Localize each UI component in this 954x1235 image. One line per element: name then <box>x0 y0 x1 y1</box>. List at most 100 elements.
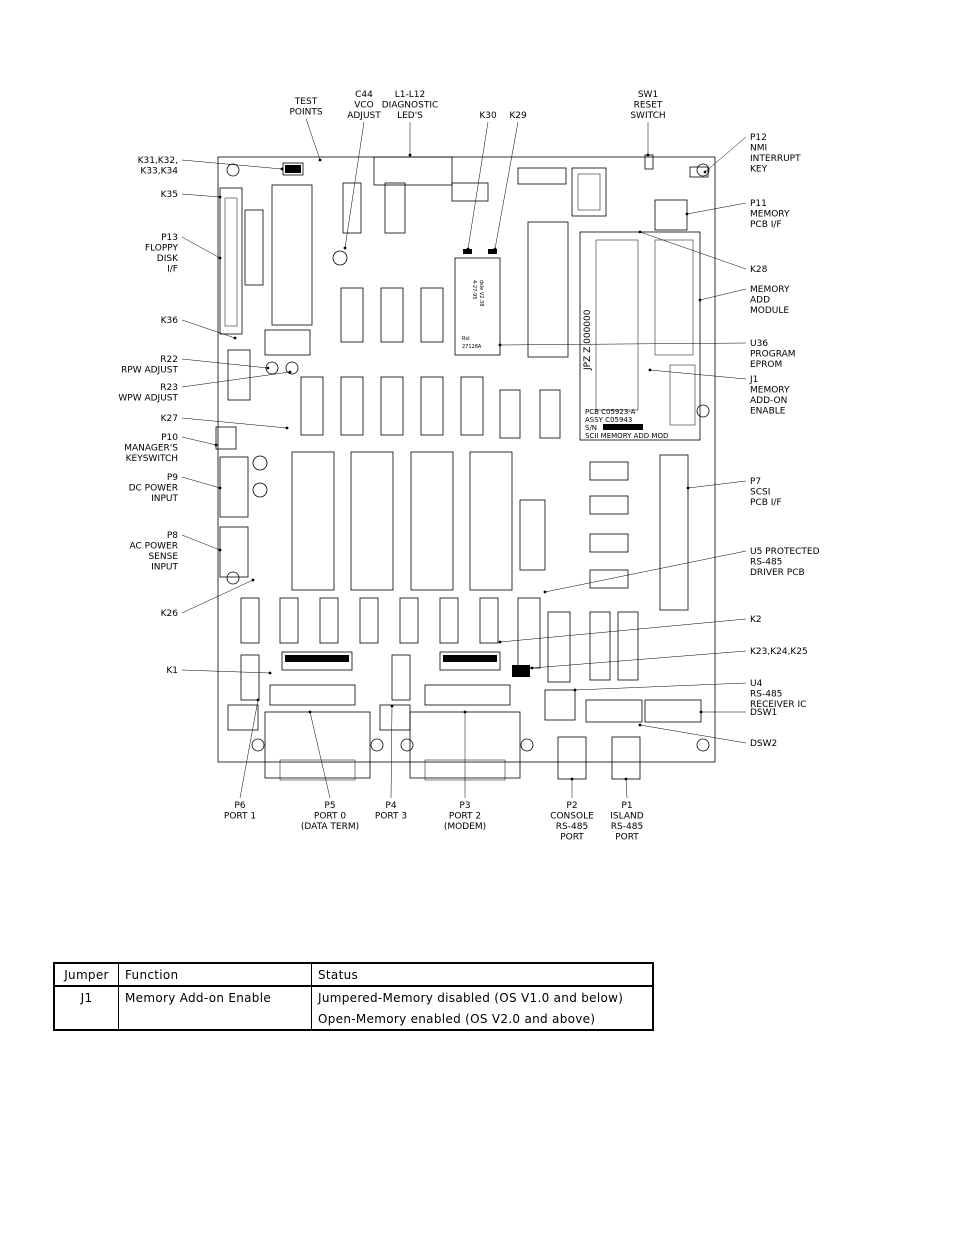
callout-label-line: K27 <box>161 414 178 424</box>
callout-label-line: DSW2 <box>750 739 777 749</box>
table-row: J1 Memory Add-on Enable Jumpered-Memory … <box>53 986 654 1008</box>
callout-label-line: P6 <box>234 801 245 811</box>
callout-label-line: R22 <box>160 355 178 365</box>
callout-label-line: P3 <box>459 801 470 811</box>
table-header-row: Jumper Function Status <box>53 962 654 987</box>
leader-line <box>639 724 747 744</box>
leader-line <box>181 436 217 446</box>
leader-arrowhead <box>214 443 218 447</box>
callout-label-line: TEST <box>294 97 318 107</box>
callout-label-line: DRIVER PCB <box>750 568 805 578</box>
p1-rj-connector <box>611 736 641 780</box>
callout-label-line: POINTS <box>289 108 322 118</box>
memory-vertical-text: JPZ Z 000000 <box>583 309 593 371</box>
callout-label-line: WPW ADJUST <box>118 394 178 404</box>
k1-jumper-block <box>281 651 353 671</box>
callout-label-line: PORT 1 <box>224 812 256 822</box>
callout-label-line: PCB I/F <box>750 220 782 230</box>
leader-arrowhead <box>530 666 534 670</box>
leader-line <box>181 193 221 198</box>
cell-status: Jumpered-Memory disabled (OS V1.0 and be… <box>311 986 654 1008</box>
eprom-label-line: dsle V2.38 <box>478 280 484 306</box>
callout-label-line: DC POWER <box>129 484 178 494</box>
leader-arrowhead <box>268 671 272 675</box>
header-function: Function <box>118 962 312 987</box>
leader-arrowhead <box>218 486 222 490</box>
callout-label: K31,K32,K33,K34 <box>138 156 179 177</box>
p9-connector <box>219 456 249 518</box>
callout-label-line: ADD <box>750 296 770 306</box>
callout-label: K26 <box>161 609 179 619</box>
leader-line <box>499 342 747 346</box>
leader-line <box>181 579 254 614</box>
callout-label: K36 <box>161 316 179 326</box>
callout-label-line: P9 <box>167 473 178 483</box>
callout-label-line: P12 <box>750 133 767 143</box>
leader-line <box>181 159 283 170</box>
callout-label-line: P8 <box>167 531 178 541</box>
callout-label-line: MODULE <box>750 306 789 316</box>
leader-arrowhead <box>498 640 502 644</box>
mod-text: SCII MEMORY ADD MOD <box>585 432 668 440</box>
callout-label-line: ENABLE <box>750 407 786 417</box>
u36-eprom <box>454 257 501 356</box>
leader-line <box>181 319 236 339</box>
leader-line <box>574 682 747 691</box>
mounting-hole <box>696 404 710 418</box>
callout-label-line: RPW ADJUST <box>121 366 178 376</box>
dsw1-switch <box>644 699 702 723</box>
callout-label-line: SENSE <box>148 552 178 562</box>
leader-arrowhead <box>646 153 650 157</box>
callout-label: K1 <box>166 666 178 676</box>
callout-label-line: (DATA TERM) <box>301 822 359 832</box>
callout-label-line: EPROM <box>750 360 782 370</box>
callout-label-line: PORT 2 <box>449 812 481 822</box>
leader-line <box>699 288 747 301</box>
callout-label-line: MEMORY <box>750 386 790 396</box>
leader-arrowhead <box>318 158 322 162</box>
callout-label-line: ADD-ON <box>750 396 787 406</box>
leader-line <box>181 371 291 388</box>
jumper-table: Jumper Function Status J1 Memory Add-on … <box>53 962 654 1031</box>
leader-line <box>181 358 269 369</box>
callout-label: K35 <box>161 190 178 200</box>
callout-label-line: INTERRUPT <box>750 154 801 164</box>
leader-line <box>704 136 747 173</box>
leader-arrowhead <box>648 368 652 372</box>
assy-text: ASSY C05943 <box>585 416 632 424</box>
callout-label: DSW2 <box>750 739 777 749</box>
led-array <box>373 156 453 186</box>
callout-label-line: VCO <box>354 101 374 111</box>
leader-line <box>686 202 747 215</box>
leader-line <box>625 778 628 799</box>
callout-label-line: U5 PROTECTED <box>750 547 820 557</box>
cell-function: Memory Add-on Enable <box>118 986 312 1008</box>
callout-label-line: K26 <box>161 609 179 619</box>
mounting-hole <box>226 163 240 177</box>
callout-label-line: MANAGER'S <box>124 444 178 454</box>
cell-function <box>118 1008 312 1031</box>
leader-line <box>344 121 365 249</box>
callout-label-line: MEMORY <box>750 210 790 220</box>
leader-arrowhead <box>624 777 628 781</box>
callout-label-line: P4 <box>385 801 396 811</box>
eprom-label-line: 4-27-95 <box>471 280 477 300</box>
callout-label-line: U36 <box>750 339 768 349</box>
mounting-hole <box>696 163 710 177</box>
leader-arrowhead <box>493 247 497 251</box>
leader-arrowhead <box>463 710 467 714</box>
callout-label-line: K28 <box>750 265 768 275</box>
callout-label: K30 <box>479 111 497 121</box>
callout-label-line: RS-485 <box>611 822 643 832</box>
callout-label: K27 <box>161 414 178 424</box>
